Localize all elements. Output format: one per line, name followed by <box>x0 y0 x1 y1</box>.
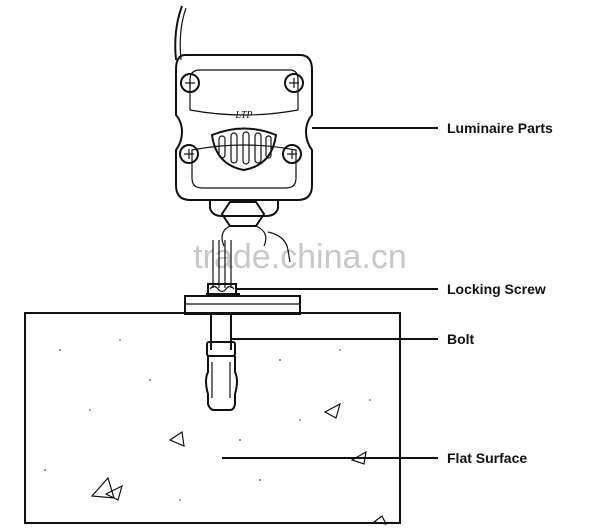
corner-screw-bottom-left <box>179 144 199 164</box>
corner-screw-top-left <box>180 73 200 93</box>
concrete-aggregate <box>90 402 388 525</box>
label-locking-screw: Locking Screw <box>447 281 546 297</box>
watermark: trade.china.cn <box>193 238 407 276</box>
label-luminaire-parts: Luminaire Parts <box>447 120 553 136</box>
corner-screw-top-right <box>284 73 304 93</box>
vent-grille <box>210 127 278 172</box>
cable-wire-inner <box>179 7 187 61</box>
mounting-bracket <box>184 295 301 315</box>
cable-wire <box>174 5 183 61</box>
mounting-lug <box>209 200 279 247</box>
brand-logo: LTP <box>234 110 252 121</box>
connection-wires <box>212 231 291 288</box>
locking-screw <box>206 283 240 295</box>
anchor-bolt <box>205 314 238 411</box>
label-flat-surface: Flat Surface <box>447 450 527 466</box>
label-bolt: Bolt <box>447 331 475 347</box>
concrete-speckles <box>44 339 371 501</box>
corner-screw-bottom-right <box>282 144 302 164</box>
flat-surface-block <box>24 312 401 524</box>
